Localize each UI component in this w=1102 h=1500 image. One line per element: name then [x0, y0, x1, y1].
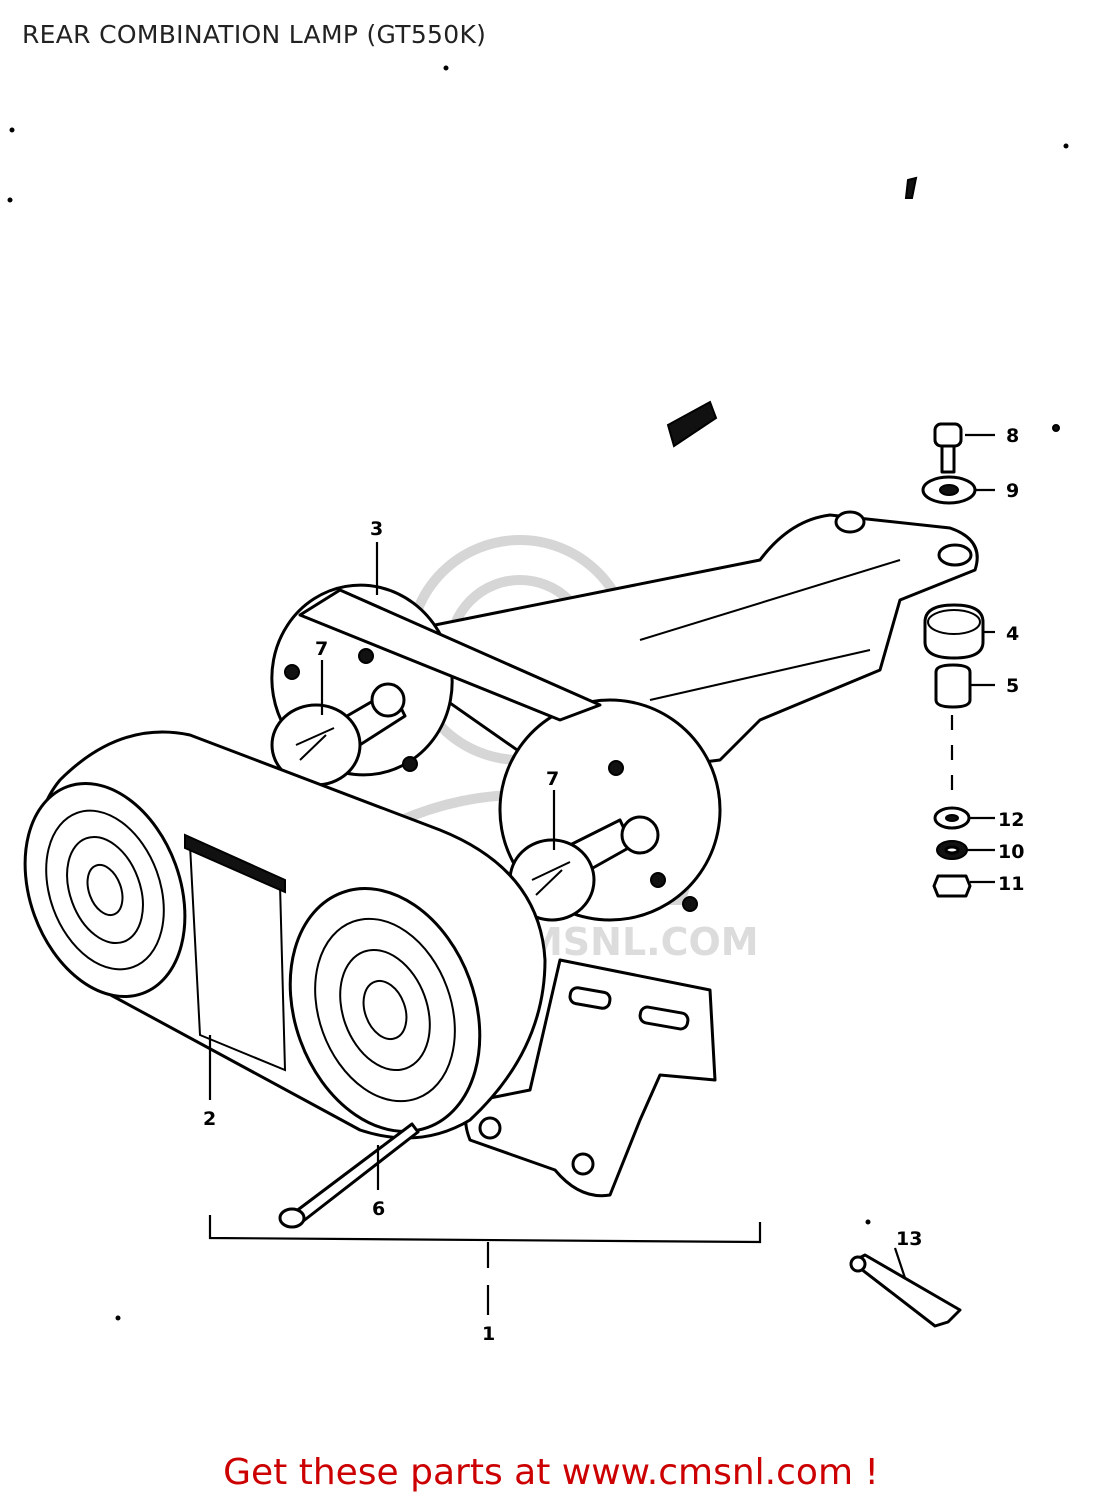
bolt-8	[933, 422, 963, 474]
callout-13: 13	[896, 1228, 922, 1250]
callout-5: 5	[1006, 675, 1019, 697]
grommet-4	[923, 603, 985, 660]
callout-3: 3	[370, 518, 383, 540]
washer-9	[921, 475, 977, 505]
washer-12	[933, 806, 971, 830]
collar-5	[934, 663, 972, 709]
cmsnl-link[interactable]: Get these parts at www.cmsnl.com !	[223, 1452, 879, 1493]
long-screw	[278, 1122, 420, 1229]
callout-7-upper: 7	[315, 638, 328, 660]
ground-strap-13	[849, 1253, 962, 1328]
callout-8: 8	[1006, 425, 1019, 447]
nut-11	[932, 874, 972, 898]
callout-9: 9	[1006, 480, 1019, 502]
callout-4: 4	[1006, 623, 1019, 645]
callout-7-lower: 7	[546, 768, 559, 790]
callout-10: 10	[998, 841, 1024, 863]
callout-11: 11	[998, 873, 1024, 895]
diagram-title: REAR COMBINATION LAMP (GT550K)	[22, 20, 487, 49]
bulb-upper	[270, 682, 407, 787]
scan-specks	[7, 65, 1069, 1321]
callout-12: 12	[998, 809, 1024, 831]
lock-washer-10	[936, 840, 968, 860]
callout-labels: 3 7 7 8 9 4 5 12 10 11 2 6 13 1	[203, 425, 1024, 1345]
callout-6: 6	[372, 1198, 385, 1220]
lamp-lens	[23, 730, 547, 1140]
callout-2: 2	[203, 1108, 216, 1130]
leader-lines	[208, 433, 995, 1279]
promo-footer[interactable]: Get these parts at www.cmsnl.com !	[0, 1452, 1102, 1493]
bulb-lower	[508, 815, 660, 922]
callout-1: 1	[482, 1323, 495, 1345]
assembly-bracket	[208, 1215, 762, 1315]
lamp-bracket	[358, 510, 979, 782]
